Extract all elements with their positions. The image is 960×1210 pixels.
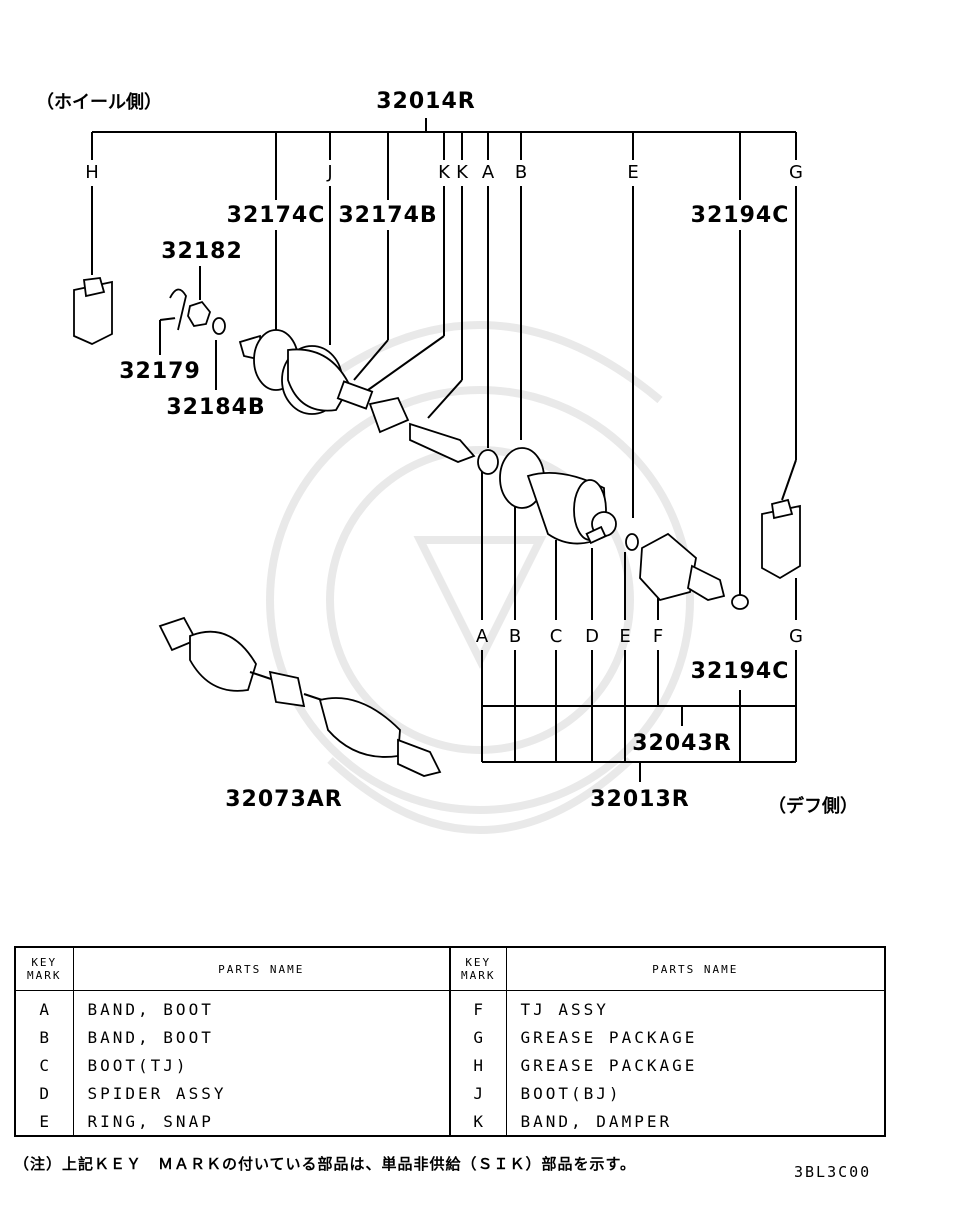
key-mark-g-top: G xyxy=(789,162,803,183)
name-cell: BAND, BOOT xyxy=(72,990,451,1023)
table-row: E RING, SNAP K BAND, DAMPER xyxy=(14,1107,886,1136)
leader-lines xyxy=(91,186,797,620)
part-number-32174C: 32174C xyxy=(227,203,326,228)
key-mark-g-bottom: G xyxy=(789,626,803,647)
spider-assy xyxy=(585,511,617,545)
wheel-side-label: （ホイール側） xyxy=(36,91,162,113)
key-cell: G xyxy=(449,1023,507,1051)
key-mark-a-bottom: A xyxy=(476,626,489,647)
exploded-parts-diagram: （ホイール側） 32014R 32174C 32174B 32182 32179… xyxy=(36,89,858,834)
o-ring-32194C xyxy=(731,594,749,610)
name-cell: BAND, DAMPER xyxy=(505,1107,886,1136)
key-mark-b-top: B xyxy=(515,162,527,183)
part-number-32043R: 32043R xyxy=(632,731,731,756)
key-cell: D xyxy=(14,1079,74,1107)
grease-package-h xyxy=(73,277,113,345)
key-mark-a-top: A xyxy=(482,162,495,183)
key-mark-f-bottom: F xyxy=(653,626,663,647)
part-number-32194C-top: 32194C xyxy=(691,203,790,228)
key-cell: E xyxy=(14,1107,74,1136)
name-cell: BOOT(BJ) xyxy=(505,1079,886,1107)
part-number-32184B: 32184B xyxy=(166,395,265,420)
boot-bj-and-joint xyxy=(238,329,374,415)
name-cell: TJ ASSY xyxy=(505,990,886,1023)
key-mark-e-top: E xyxy=(627,162,638,183)
grease-package-g xyxy=(761,498,801,580)
name-cell: GREASE PACKAGE xyxy=(505,1023,886,1051)
key-mark-d-bottom: D xyxy=(585,626,599,647)
key-mark-h-top: H xyxy=(85,162,99,183)
name-cell: GREASE PACKAGE xyxy=(505,1051,886,1079)
boot-tj xyxy=(526,471,607,545)
key-cell: C xyxy=(14,1051,74,1079)
watermark-emblem xyxy=(266,321,694,834)
key-mark-k1-top: K xyxy=(438,162,451,183)
assembly-bracket-bottom xyxy=(481,468,797,782)
drive-shaft-assembly-32073AR xyxy=(158,616,442,777)
name-cell: RING, SNAP xyxy=(72,1107,451,1136)
cotter-pin-32179 xyxy=(169,288,187,331)
key-cell: B xyxy=(14,1023,74,1051)
part-number-32194C-bottom: 32194C xyxy=(691,659,790,684)
parts-name-header-left: PARTS NAME xyxy=(72,946,451,991)
key-cell: K xyxy=(449,1107,507,1136)
diagram-code: 3BL3C00 xyxy=(794,1163,872,1181)
key-cell: H xyxy=(449,1051,507,1079)
part-number-32179: 32179 xyxy=(119,359,201,384)
damper xyxy=(368,396,476,463)
nut-32182 xyxy=(187,300,212,327)
table-row: A BAND, BOOT F TJ ASSY xyxy=(14,990,886,1023)
tj-assy xyxy=(639,532,726,602)
parts-name-header-right: PARTS NAME xyxy=(505,946,886,991)
key-mark-k2-top: K xyxy=(456,162,469,183)
washer-32184B xyxy=(212,317,226,335)
assembly-bracket-top xyxy=(91,118,797,200)
part-number-32174B: 32174B xyxy=(338,203,437,228)
name-cell: SPIDER ASSY xyxy=(72,1079,451,1107)
footnote: （注）上記ＫＥＹ ＭＡＲＫの付いている部品は、単品非供給（ＳＩＫ）部品を示す。 xyxy=(14,1155,637,1173)
name-cell: BOOT(TJ) xyxy=(72,1051,451,1079)
key-mark-c-bottom: C xyxy=(550,626,563,647)
band-boot-a xyxy=(477,449,499,475)
part-number-32073AR: 32073AR xyxy=(225,787,343,812)
diff-side-label: （デフ側） xyxy=(768,795,858,817)
part-number-32182: 32182 xyxy=(161,239,243,264)
table-row: D SPIDER ASSY J BOOT(BJ) xyxy=(14,1079,886,1107)
table-row: C BOOT(TJ) H GREASE PACKAGE xyxy=(14,1051,886,1079)
key-mark-j-top: J xyxy=(326,162,332,183)
part-number-32013R: 32013R xyxy=(590,787,689,812)
name-cell: BAND, BOOT xyxy=(72,1023,451,1051)
key-mark-e-bottom: E xyxy=(619,626,630,647)
key-mark-b-bottom: B xyxy=(509,626,521,647)
key-cell: A xyxy=(14,990,74,1023)
key-cell: J xyxy=(449,1079,507,1107)
part-number-32014R: 32014R xyxy=(376,89,475,114)
table-row: B BAND, BOOT G GREASE PACKAGE xyxy=(14,1023,886,1051)
key-cell: F xyxy=(449,990,507,1023)
snap-ring xyxy=(625,533,639,551)
